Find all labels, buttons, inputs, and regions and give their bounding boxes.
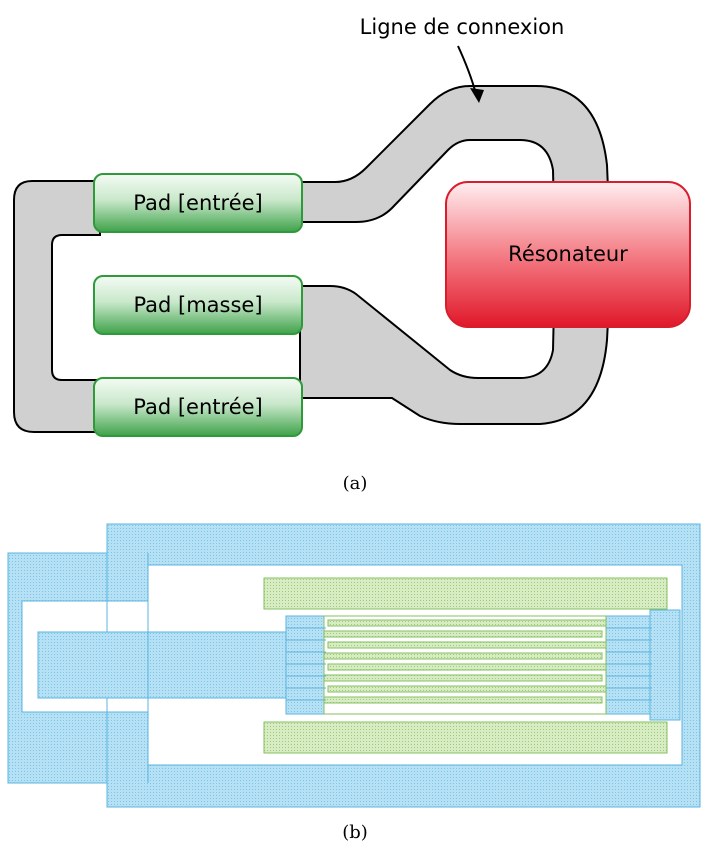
layout-comb-right	[605, 615, 653, 715]
annotation-arrowhead	[470, 88, 484, 103]
caption-b: (b)	[342, 822, 368, 843]
figure-a: Pad [entrée] Pad [masse] Pad [entrée] Ré…	[13, 15, 691, 494]
caption-a: (a)	[343, 473, 368, 494]
pad-ground	[93, 275, 303, 335]
resonator-block	[445, 181, 691, 328]
layout-green-bottom	[263, 721, 668, 754]
pad-input-top	[93, 173, 303, 233]
connection-line-bottom	[299, 261, 613, 425]
pad-input-bottom-label: Pad [entrée]	[133, 395, 262, 419]
layout-comb-left	[285, 615, 327, 715]
layout-comb-teeth	[286, 627, 652, 701]
pad-ground-label: Pad [masse]	[133, 293, 262, 317]
resonator-label: Résonateur	[508, 242, 628, 266]
layout-right-anchor	[649, 609, 681, 721]
layout-feed-strip	[37, 631, 289, 699]
layout-fingers	[323, 615, 607, 715]
pad-input-bottom	[93, 377, 303, 437]
pad-input-top-label: Pad [entrée]	[133, 191, 262, 215]
connection-line-left-loop	[13, 180, 101, 433]
connection-line-top	[299, 85, 613, 263]
layout-green-top	[263, 577, 668, 610]
connection-line-annotation: Ligne de connexion	[360, 15, 565, 39]
figure-b: (b)	[7, 523, 701, 843]
